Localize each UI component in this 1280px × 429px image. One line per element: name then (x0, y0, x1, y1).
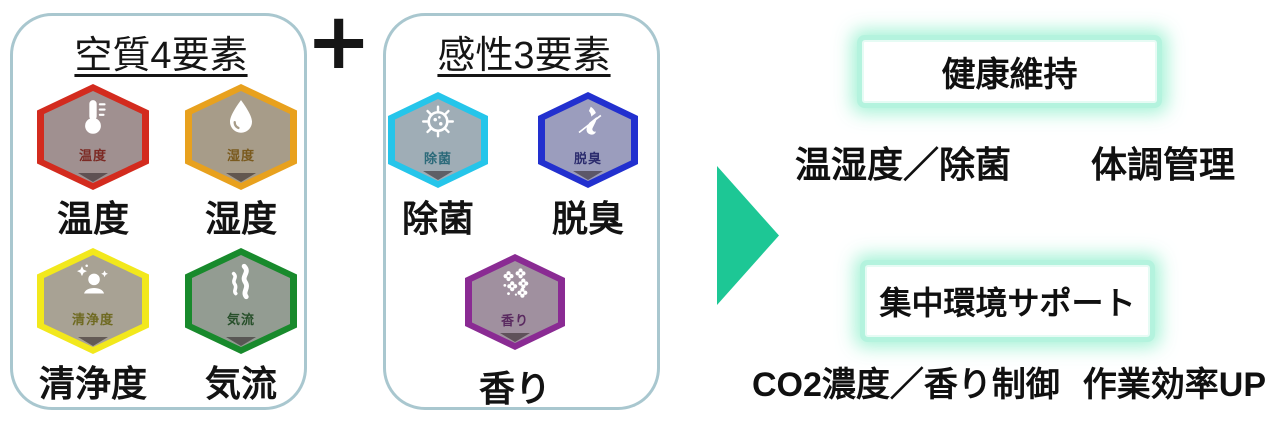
outcome-focus-detail-left: CO2濃度／香り制御 (752, 366, 1060, 404)
badge-cleanliness-face (44, 255, 142, 347)
nose-icon (575, 106, 602, 135)
badge-deodorization: 脱臭 (538, 92, 638, 188)
badge-fragrance: 香り (465, 254, 565, 350)
badge-humidity: 湿度 (185, 84, 297, 190)
flowers-icon (503, 268, 529, 298)
label-sterilization: 除菌 (401, 198, 475, 239)
label-fragrance: 香り (478, 368, 552, 409)
badge-notch (226, 173, 256, 182)
badge-notch (78, 173, 108, 182)
label-airflow: 気流 (204, 363, 278, 404)
label-temperature: 温度 (56, 198, 130, 239)
badge-deodorization-mini-label: 脱臭 (573, 150, 602, 166)
badge-notch (226, 337, 256, 346)
badge-sterilization: 除菌 (388, 92, 488, 188)
badge-cleanliness-mini-label: 清浄度 (71, 312, 114, 328)
badge-fragrance-mini-label: 香り (500, 312, 529, 328)
air-quality-title: 空質4要素 (74, 35, 248, 77)
outcome-focus-box: 集中環境サポート (865, 265, 1150, 337)
droplet-icon (229, 100, 253, 133)
outcome-health-detail-left: 温湿度／除菌 (795, 144, 1012, 185)
badge-notch (500, 333, 530, 342)
outcome-health-box: 健康維持 (862, 40, 1157, 103)
outcome-health-details: 温湿度／除菌 体調管理 (795, 136, 1235, 188)
badge-airflow: 気流 (185, 248, 297, 354)
badge-temperature: 温度 (37, 84, 149, 190)
label-humidity: 湿度 (204, 198, 278, 239)
purifier-icon (77, 264, 108, 294)
label-deodorization: 脱臭 (551, 198, 625, 239)
airflow-icon (231, 263, 249, 300)
virus-icon (421, 105, 455, 138)
badge-sterilization-mini-label: 除菌 (423, 150, 452, 166)
badge-airflow-mini-label: 気流 (226, 312, 255, 328)
right-arrow (717, 166, 779, 305)
badge-notch (573, 171, 603, 180)
badge-cleanliness: 清浄度 (37, 248, 149, 354)
outcome-health-heading: 健康維持 (941, 56, 1078, 94)
outcome-focus-heading: 集中環境サポート (879, 285, 1136, 321)
sensory-title: 感性3要素 (437, 35, 611, 77)
air-quality-panel: 空質4要素 (10, 13, 307, 410)
badge-notch (78, 337, 108, 346)
badge-temperature-mini-label: 温度 (78, 148, 107, 164)
outcome-focus-detail-right: 作業効率UP (1082, 366, 1266, 404)
badge-notch (423, 171, 453, 180)
badge-airflow-face (192, 255, 290, 347)
label-cleanliness: 清浄度 (38, 363, 148, 404)
outcome-focus-details: CO2濃度／香り制御 作業効率UP (752, 357, 1266, 406)
plus-sign: + (306, 0, 372, 87)
outcome-health-detail-right: 体調管理 (1090, 144, 1235, 185)
badge-humidity-mini-label: 湿度 (226, 148, 255, 164)
thermometer-icon (85, 100, 106, 134)
